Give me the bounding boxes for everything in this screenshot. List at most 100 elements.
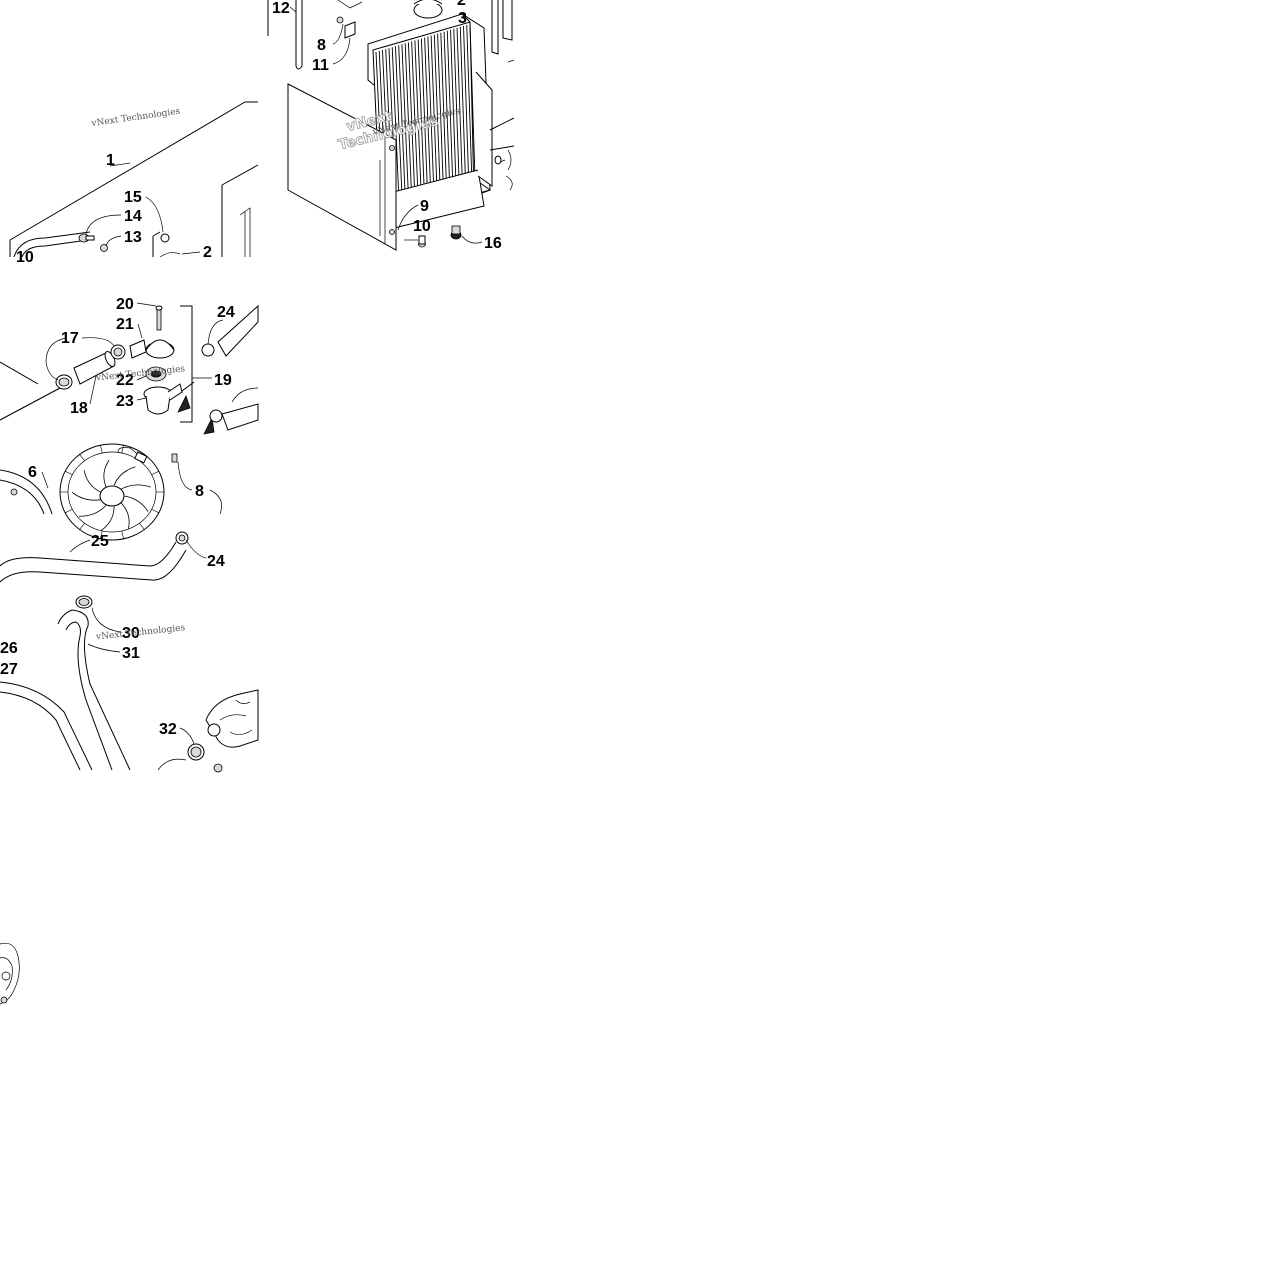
radiator-core: [367, 13, 493, 231]
thermostat-cover-21: [129, 339, 175, 359]
fin-line: [469, 23, 476, 179]
clamp-17b: [110, 344, 126, 360]
fin-line: [424, 37, 432, 190]
fin-line: [430, 35, 438, 188]
fin-line: [414, 40, 422, 193]
callout-16: 16: [484, 235, 502, 252]
fin-line: [456, 27, 463, 182]
callout-3: 3: [458, 10, 467, 27]
clamp-32: [187, 743, 205, 761]
callout-14: 14: [124, 208, 142, 225]
fan-rim-rib: [151, 509, 159, 514]
hose-31: [57, 609, 131, 771]
fan-rim-rib: [65, 470, 73, 475]
fin-line: [394, 46, 403, 198]
fin-line: [404, 43, 413, 195]
fan-rim-rib: [100, 445, 103, 454]
bolt-10: [418, 235, 426, 248]
fan-blade: [100, 506, 115, 531]
bolt-14: [78, 233, 95, 243]
fan-blade: [103, 459, 110, 487]
fan-rim-rib: [139, 523, 145, 530]
fan-blade: [78, 505, 107, 517]
panel-thermostat: 20 21 24 17 22 19 18 23 vNext Technologi…: [0, 296, 259, 435]
callout-11: 11: [312, 57, 329, 74]
water-pump: [205, 689, 259, 773]
callout-24-top: 24: [217, 304, 235, 321]
callout-15: 15: [124, 189, 142, 206]
fan-rim-rib: [121, 445, 124, 454]
callout-2: 2: [203, 244, 212, 261]
fan-rim-rib: [65, 509, 73, 514]
panel-lower-hose: 25 24: [0, 531, 225, 583]
hose-24-upper: [201, 304, 259, 357]
bolt-8-fan: [171, 453, 178, 463]
fin-line: [459, 26, 466, 181]
callout-13: 13: [124, 229, 142, 246]
panel-pump-hose: 30 26 31 27 32 vNext Technologies: [0, 595, 259, 773]
clamp-24: [175, 531, 189, 545]
fin-line: [437, 33, 444, 187]
callout-12: 12: [272, 0, 290, 17]
callout-19: 19: [214, 372, 232, 389]
fin-line: [450, 29, 457, 183]
hose-26-27: [0, 681, 93, 771]
shroud-panel-9: [287, 83, 397, 251]
fan-rim-rib: [79, 454, 85, 461]
fan-blade: [83, 470, 101, 493]
drain-plug-16: [450, 225, 462, 240]
fin-line: [420, 38, 428, 191]
callout-25: 25: [91, 533, 109, 550]
fan-connector: [117, 447, 148, 464]
callout-17: 17: [61, 330, 79, 347]
fan-blade: [121, 484, 151, 490]
callout-27: 27: [0, 661, 18, 678]
fan-rim-rib: [79, 523, 85, 530]
panel-shroud: 1 15 14 13 2 10 vNext Technologies: [0, 0, 259, 266]
fin-line: [453, 28, 460, 183]
callout-9: 9: [420, 198, 429, 215]
fin-line: [443, 31, 451, 185]
nut-15: [160, 233, 170, 243]
washer-13: [100, 244, 108, 252]
cooling-fan: [59, 443, 165, 541]
callout-10: 10: [413, 218, 431, 235]
radiator-fins: [375, 23, 476, 203]
fin-line: [391, 47, 400, 198]
callout-1: 1: [106, 152, 115, 169]
callout-23: 23: [116, 393, 134, 410]
callout-24-lower: 24: [207, 553, 225, 570]
fan-blade: [71, 492, 101, 501]
callout-8-fan: 8: [195, 483, 204, 500]
fin-line: [401, 44, 409, 196]
callout-31: 31: [122, 645, 140, 662]
callout-10-partial: 10: [16, 249, 34, 266]
callout-6: 6: [28, 464, 37, 481]
fan-blades: [60, 445, 164, 539]
fin-line: [463, 25, 470, 180]
callout-26: 26: [0, 640, 18, 657]
clamp-17a: [55, 374, 73, 390]
fin-line: [433, 34, 441, 188]
panel-radiator: 12 2 3 8 11 9 10 16 vNext Technologies v…: [267, 0, 515, 252]
callout-32: 32: [159, 721, 177, 738]
callout-18: 18: [70, 400, 88, 417]
callout-8-top: 8: [317, 37, 326, 54]
fin-line: [440, 32, 447, 186]
watermark-4: vNext Technologies: [95, 623, 186, 642]
thermostat-housing-23: [143, 383, 183, 415]
fan-rim-rib: [100, 530, 103, 539]
hose-25: [0, 541, 187, 583]
callout-21: 21: [116, 316, 134, 333]
hose-24-lower: [209, 387, 259, 431]
clip-8: [336, 16, 356, 39]
fin-line: [407, 42, 416, 194]
fan-rim-rib: [151, 470, 159, 475]
thermostat-22: [145, 366, 167, 382]
callout-30: 30: [122, 625, 140, 642]
fan-blade: [123, 495, 149, 512]
engine-fragment: [0, 942, 20, 1005]
fin-line: [398, 45, 406, 197]
